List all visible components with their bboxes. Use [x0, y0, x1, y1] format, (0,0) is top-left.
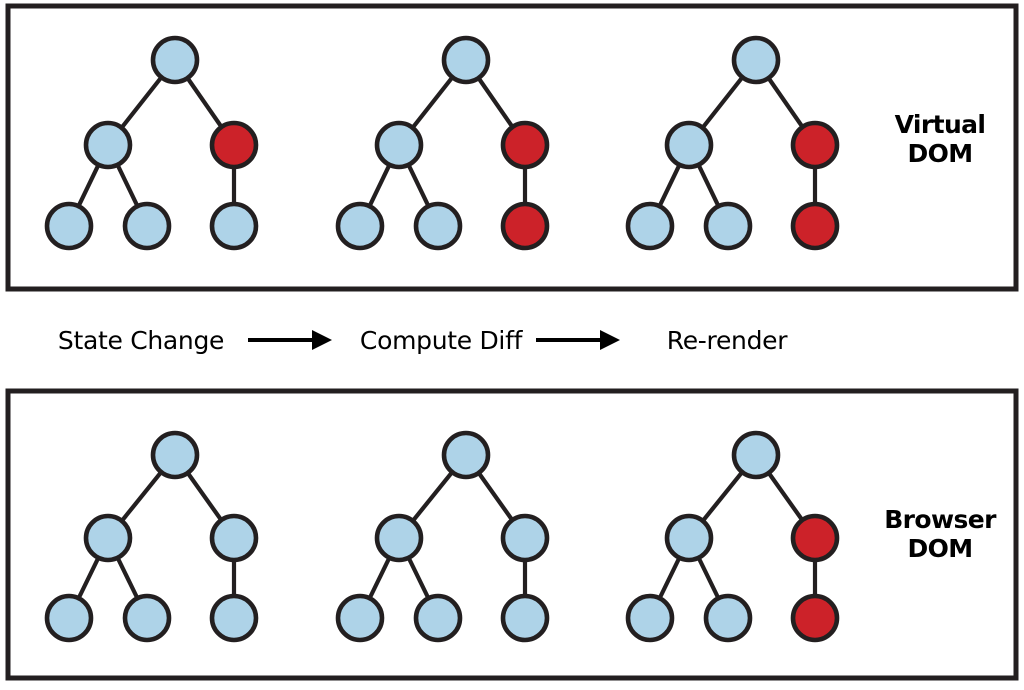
tree-node-blue[interactable] [413, 593, 463, 643]
tree-edge [76, 555, 101, 601]
tree-node-red[interactable] [790, 120, 840, 170]
tree-edge [476, 470, 515, 523]
tree-node-blue[interactable] [500, 593, 550, 643]
tree-edge [700, 470, 745, 523]
tree-node-blue[interactable] [209, 201, 259, 251]
tree-node-red[interactable] [500, 120, 550, 170]
tree-node-red[interactable] [790, 593, 840, 643]
tree-node-red[interactable] [500, 201, 550, 251]
tree-edge [367, 555, 392, 601]
tree-edge [406, 163, 431, 208]
tree-edge [410, 470, 455, 523]
panel-label-line: DOM [907, 139, 972, 168]
tree-edge [119, 75, 164, 130]
tree-edge [119, 470, 164, 523]
tree-edge [766, 470, 805, 523]
tree-node-blue[interactable] [703, 593, 753, 643]
tree-node-blue[interactable] [209, 513, 259, 563]
tree-node-blue[interactable] [83, 120, 133, 170]
tree-edge [406, 555, 431, 601]
tree-edge [657, 555, 682, 601]
tree-node-blue[interactable] [413, 201, 463, 251]
panel-label-line: DOM [907, 534, 972, 563]
tree-node-blue[interactable] [122, 201, 172, 251]
tree-node-blue[interactable] [374, 120, 424, 170]
tree-virtual-dom-tree-3 [625, 35, 840, 251]
tree-virtual-dom-tree-1 [44, 35, 259, 251]
tree-node-blue[interactable] [731, 430, 781, 480]
tree-edge [476, 76, 515, 129]
tree-node-blue[interactable] [150, 35, 200, 85]
panel-label-line: Browser [884, 505, 997, 534]
tree-edge [696, 555, 721, 601]
flow-step-compute-diff: Compute Diff [360, 326, 524, 355]
tree-node-blue[interactable] [500, 513, 550, 563]
tree-edge [696, 163, 721, 208]
tree-node-blue[interactable] [374, 513, 424, 563]
tree-node-red[interactable] [209, 120, 259, 170]
tree-edge [700, 75, 745, 130]
tree-node-blue[interactable] [209, 593, 259, 643]
tree-node-blue[interactable] [83, 513, 133, 563]
tree-node-blue[interactable] [703, 201, 753, 251]
panel-label-line: Virtual [895, 110, 986, 139]
tree-edge [410, 75, 455, 130]
tree-node-red[interactable] [790, 513, 840, 563]
tree-edge [367, 163, 392, 208]
flow-row: State Change Compute Diff Re-render [58, 326, 789, 355]
flow-arrow-2 [536, 330, 620, 350]
tree-node-blue[interactable] [44, 201, 94, 251]
tree-node-blue[interactable] [335, 201, 385, 251]
tree-edge [76, 163, 101, 208]
tree-node-blue[interactable] [150, 430, 200, 480]
tree-node-blue[interactable] [625, 201, 675, 251]
flow-step-state-change: State Change [58, 326, 224, 355]
tree-node-blue[interactable] [664, 120, 714, 170]
tree-node-red[interactable] [790, 201, 840, 251]
tree-edge [185, 470, 224, 523]
tree-node-blue[interactable] [335, 593, 385, 643]
tree-edge [657, 163, 682, 208]
tree-node-blue[interactable] [625, 593, 675, 643]
tree-node-blue[interactable] [44, 593, 94, 643]
tree-edge [185, 76, 224, 129]
tree-node-blue[interactable] [122, 593, 172, 643]
tree-virtual-dom-tree-2 [335, 35, 550, 251]
tree-node-blue[interactable] [664, 513, 714, 563]
tree-edge [115, 555, 140, 601]
flow-step-re-render: Re-render [667, 326, 788, 355]
flow-arrow-1 [248, 330, 332, 350]
tree-node-blue[interactable] [731, 35, 781, 85]
tree-edge [115, 163, 140, 208]
tree-node-blue[interactable] [441, 430, 491, 480]
arrow-head-icon [600, 330, 620, 350]
tree-edge [766, 76, 805, 129]
tree-node-blue[interactable] [441, 35, 491, 85]
arrow-head-icon [312, 330, 332, 350]
tree-browser-dom-tree-3 [625, 430, 840, 643]
tree-browser-dom-tree-2 [335, 430, 550, 643]
tree-browser-dom-tree-1 [44, 430, 259, 643]
